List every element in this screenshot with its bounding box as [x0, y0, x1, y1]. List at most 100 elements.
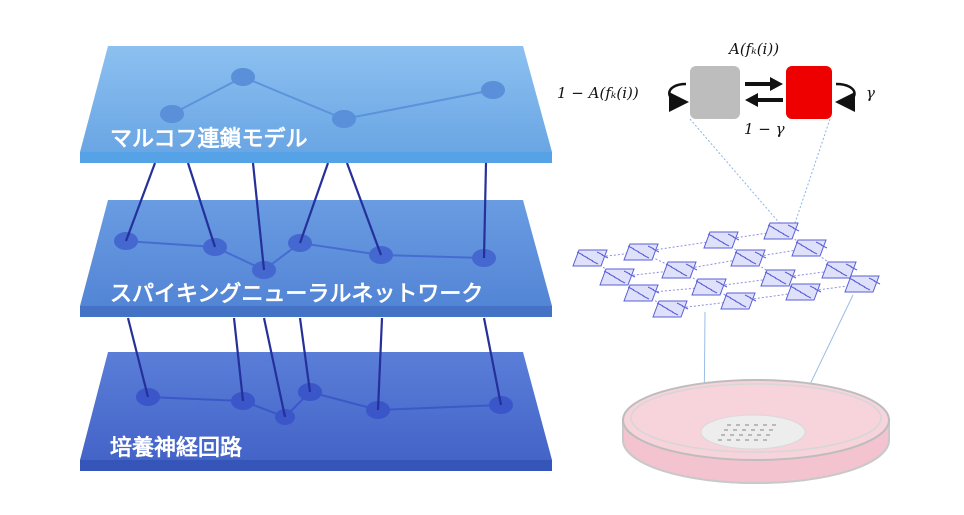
mea-chip-dot [736, 439, 740, 441]
mea-texture [734, 300, 742, 305]
mea-texture [853, 280, 861, 285]
mea-texture [720, 283, 728, 288]
mea-texture [759, 254, 767, 259]
mea-texture [863, 286, 871, 291]
mea-chip-dot [727, 439, 731, 441]
mea-texture [717, 239, 725, 244]
markov-node [332, 110, 356, 128]
mea-texture [764, 271, 772, 276]
layer-label-markov: マルコフ連鎖モデル [110, 127, 308, 152]
mea-texture [637, 292, 645, 297]
layer-markov-edge [80, 152, 552, 163]
mea-texture [769, 274, 777, 279]
layer-snn-top [80, 200, 552, 306]
mea-texture [804, 294, 812, 299]
mea-texture [739, 254, 747, 259]
mea-texture [601, 254, 609, 259]
mea-texture [581, 254, 589, 259]
mea-texture [700, 283, 708, 288]
layer-snn-edge [80, 306, 552, 317]
mea-texture [652, 248, 660, 253]
mea-texture [656, 302, 664, 307]
mea-texture [820, 244, 828, 249]
mea-chip-dot [718, 439, 722, 441]
mea-chip-dot [739, 434, 743, 436]
mea-chip-dot [760, 429, 764, 431]
mea-texture [814, 288, 822, 293]
mea-texture [754, 251, 762, 256]
mea-chip-dot [757, 434, 761, 436]
mea-texture [695, 280, 703, 285]
state-inactive [690, 66, 740, 119]
mea-texture [840, 272, 848, 277]
mea-texture [784, 271, 792, 276]
connectors-upper [124, 162, 488, 271]
markov-node [481, 81, 505, 99]
mea-chip-dot [763, 439, 767, 441]
mea-texture [591, 260, 599, 265]
layer-markov [80, 46, 552, 163]
mea-texture [618, 279, 626, 284]
mea-texture [671, 311, 679, 316]
mea-link [640, 251, 680, 271]
layer-label-culture: 培養神経回路 [110, 436, 243, 461]
mea-texture [732, 236, 740, 241]
mea-texture [800, 244, 808, 249]
snn-edges [125, 240, 485, 272]
mea-texture [642, 295, 650, 300]
layer-culture-edge [80, 460, 552, 471]
markov-node [231, 68, 255, 86]
transition-label-right: γ [866, 84, 875, 102]
mea-texture [835, 269, 843, 274]
mea-texture [848, 277, 856, 282]
mea-texture [810, 250, 818, 255]
state-active [786, 66, 832, 119]
mea-texture [724, 294, 732, 299]
mea-texture [608, 273, 616, 278]
mea-texture [779, 280, 787, 285]
transition-label-top: A(fₖ(i)) [729, 40, 780, 58]
mea-texture [794, 288, 802, 293]
mea-texture [729, 297, 737, 302]
mea-texture [815, 241, 823, 246]
mea-texture [642, 254, 650, 259]
mea-texture [749, 260, 757, 265]
markov-node [160, 105, 184, 123]
mea-texture [586, 257, 594, 262]
mea-texture [685, 263, 693, 268]
transition-label-bottom: 1 − γ [744, 120, 785, 138]
mea-texture [596, 251, 604, 256]
mea-texture [722, 242, 730, 247]
mea-texture [670, 266, 678, 271]
mea-chip-dot [766, 434, 770, 436]
mea-texture [789, 285, 797, 290]
mea-texture [632, 289, 640, 294]
mea-texture [805, 247, 813, 252]
mea-texture [767, 224, 775, 229]
mea-texture [623, 270, 631, 275]
mea-texture [627, 245, 635, 250]
mea-chip [700, 414, 806, 450]
mea-texture [868, 277, 876, 282]
mea-texture [825, 263, 833, 268]
mea-texture [715, 280, 723, 285]
mea-texture [777, 230, 785, 235]
mea-texture [782, 233, 790, 238]
connectors-lower [126, 317, 503, 418]
markov-state-diagram [668, 66, 856, 227]
transition-arrows [745, 77, 783, 107]
mea-grid [572, 222, 881, 318]
mea-texture [666, 308, 674, 313]
mea-texture [613, 276, 621, 281]
markov-nodes [160, 68, 505, 128]
mea-texture [774, 277, 782, 282]
layer-snn [80, 200, 552, 317]
mea-chip-dot [730, 434, 734, 436]
mea-texture [734, 251, 742, 256]
mea-chip-dot [742, 429, 746, 431]
mea-texture [661, 305, 669, 310]
mea-texture [637, 251, 645, 256]
mea-texture [727, 233, 735, 238]
mea-chip-dot [751, 429, 755, 431]
